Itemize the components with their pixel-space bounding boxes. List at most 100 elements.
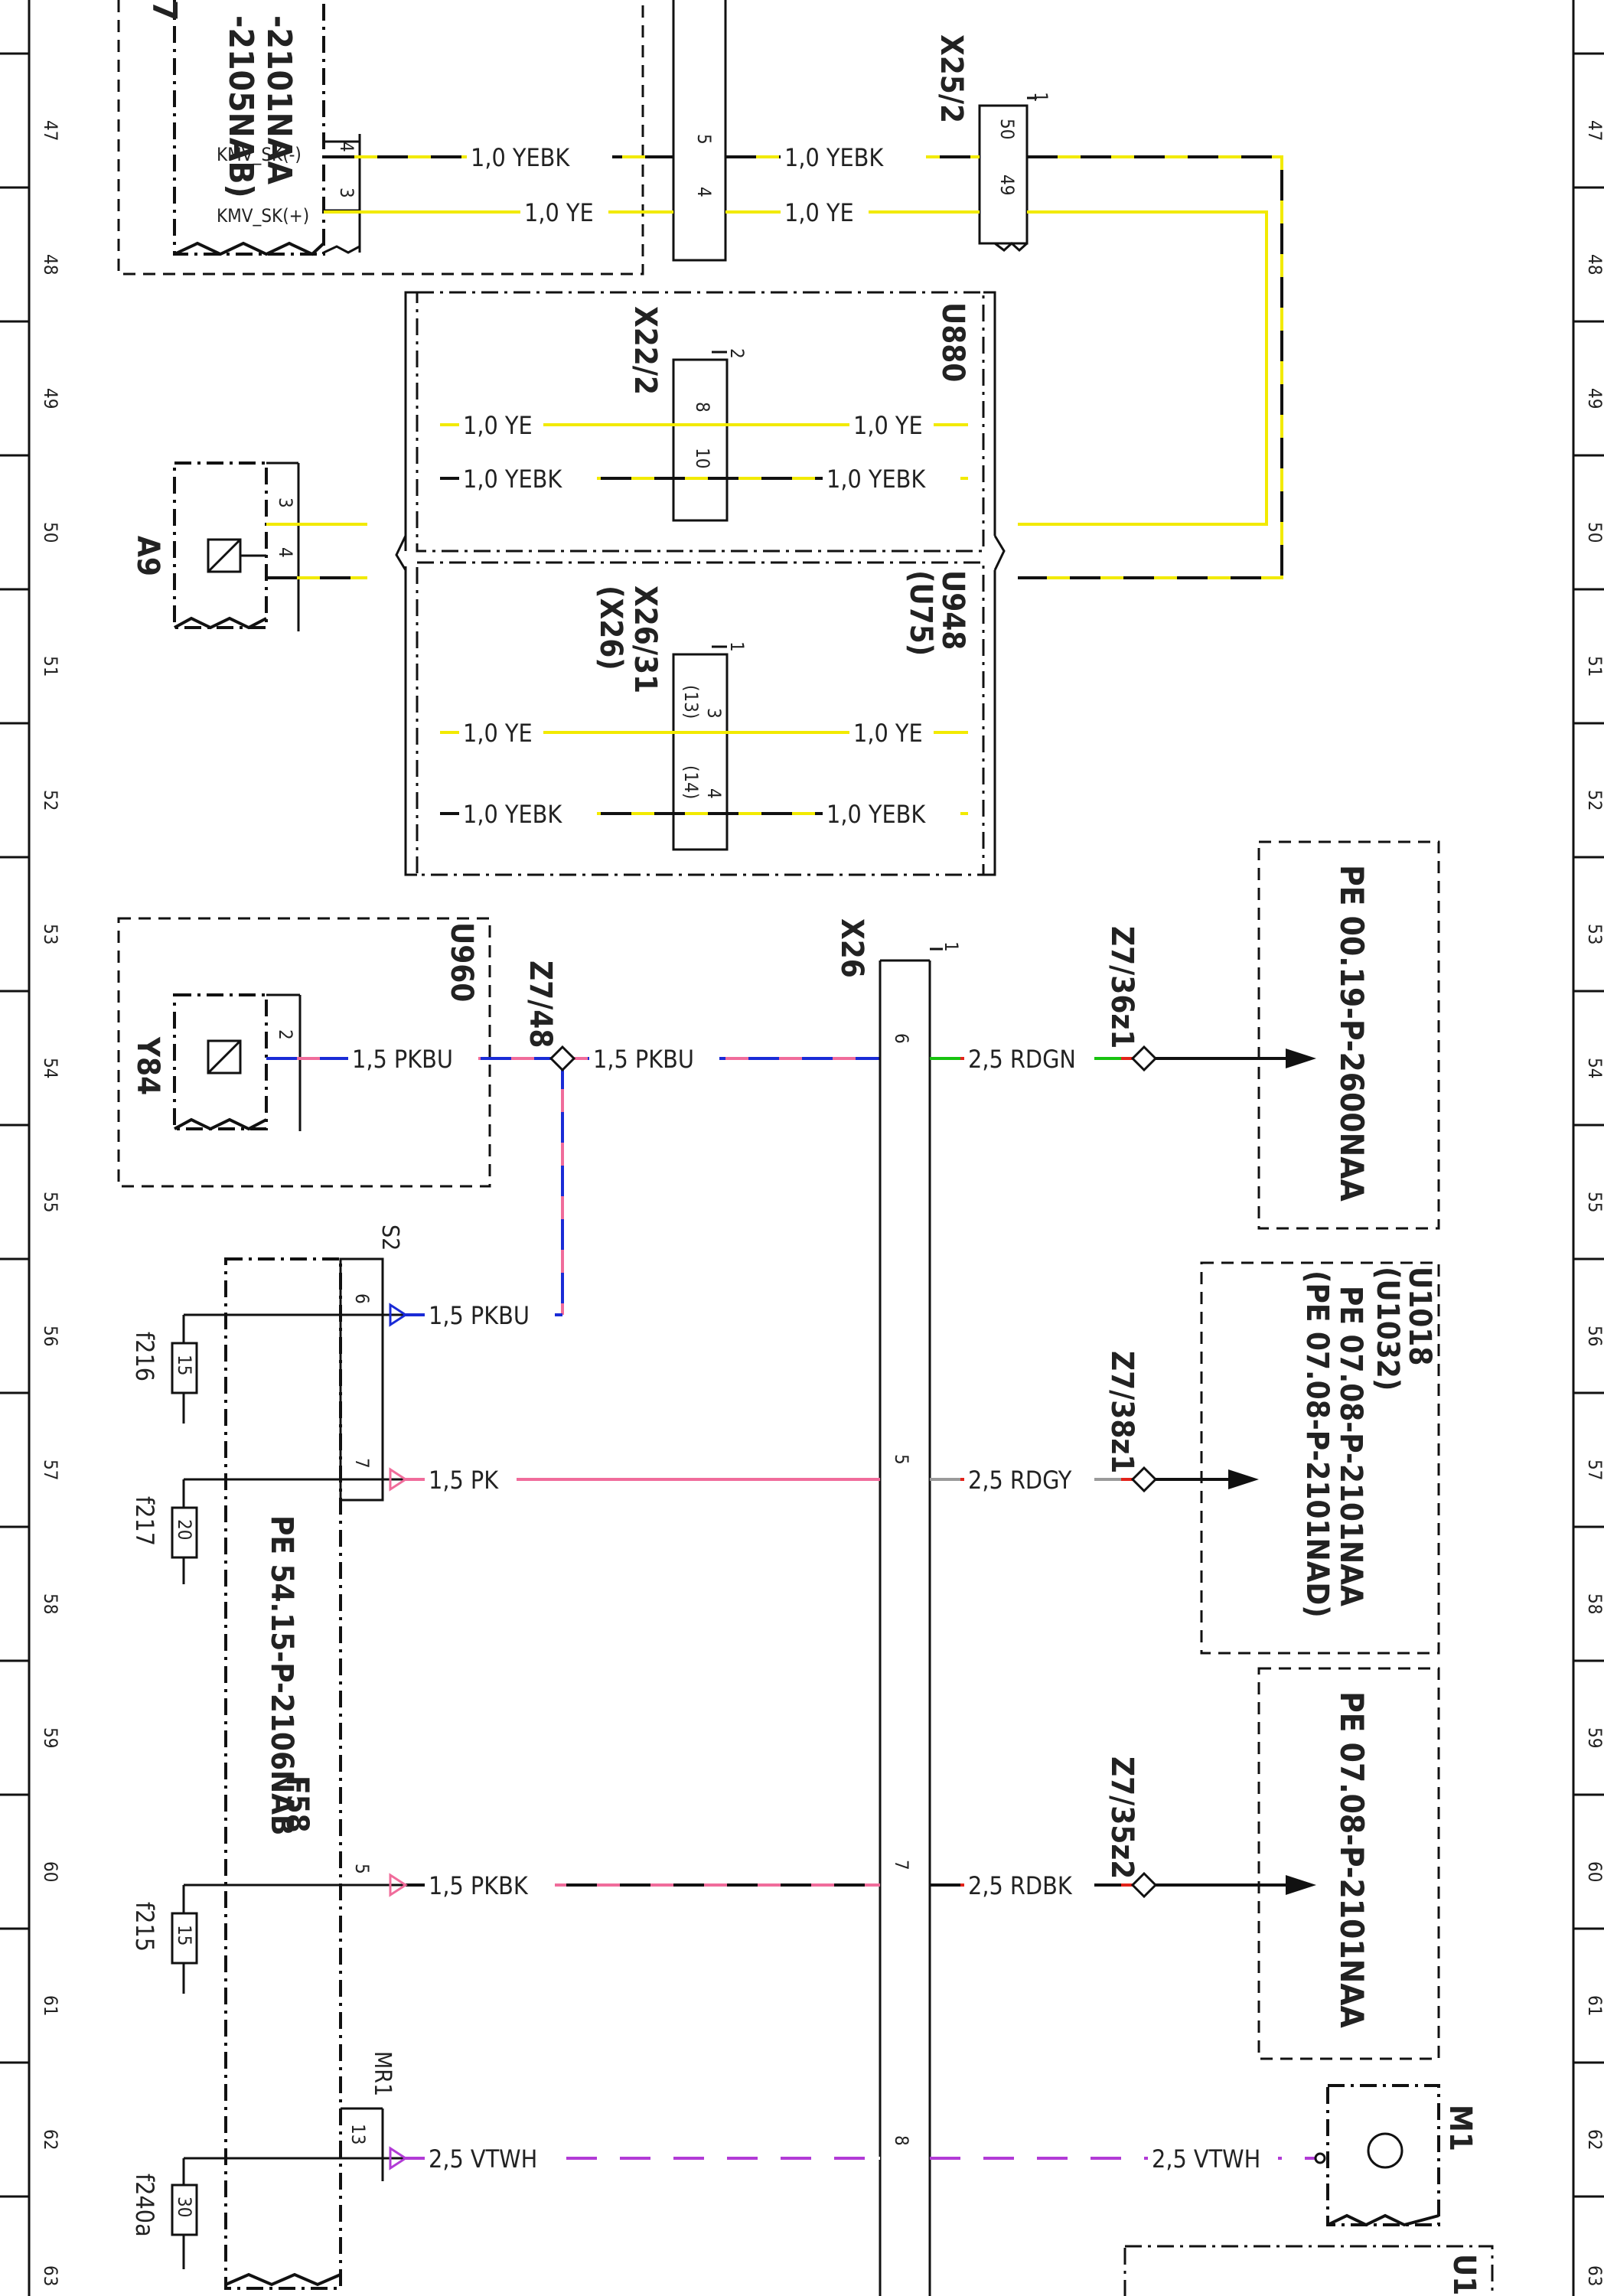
wire-pkbu-row54: Z7/48 1,5 PKBU 1,5 PKBU 1,5 PKBU <box>266 960 880 1330</box>
pin-number: 2 <box>275 1029 296 1040</box>
row-number-right: 57 <box>1584 1459 1604 1480</box>
module-u880: U880 X22/2 2 8 10 1,0 YE 1,0 YEBK 1,0 YE… <box>416 291 985 553</box>
module-id-line1: -2101NAA <box>259 15 298 184</box>
wire-label: 1,0 YE <box>463 411 533 440</box>
wire-label: 2,5 RDBK <box>968 1871 1073 1900</box>
connector-corner-number: 1 <box>941 941 962 952</box>
splice-id: Z7/38z1 <box>1104 1351 1139 1473</box>
fuse-rating: 30 <box>174 2197 195 2217</box>
ref-box-1: PE 00.19-P-2600NAA <box>1257 840 1440 1230</box>
row-number-right: 60 <box>1584 1861 1604 1882</box>
component-a9: A9 3 4 <box>130 461 367 631</box>
row-number-right: 50 <box>1584 522 1604 543</box>
ref-box-u1018: U1018 (U1032) PE 07.08-P-2101NAA (PE 07.… <box>1200 1261 1440 1655</box>
row-number-right: 56 <box>1584 1326 1604 1346</box>
pin-name-plus: KMV_SK(+) <box>217 205 309 227</box>
cross-reference: PE 07.08-P-2101NAA <box>1333 1691 1371 2029</box>
module-u960: U960 Y84 2 <box>117 917 491 1188</box>
fuse-f215: 15 f215 <box>130 1873 408 1994</box>
pin-number: 49 <box>996 174 1018 195</box>
row-number-right: 63 <box>1584 2265 1604 2286</box>
connector-corner-number: 1 <box>726 641 748 652</box>
row-number-left: 48 <box>40 254 61 275</box>
row-numbers-left: 47 48 49 50 51 52 53 54 55 56 57 58 59 6… <box>40 120 61 2286</box>
row-number-right: 49 <box>1584 388 1604 409</box>
row-number-left: 57 <box>40 1459 61 1480</box>
row-number-right: 59 <box>1584 1727 1604 1748</box>
row-number-left: 54 <box>40 1058 61 1078</box>
module-f58: F58 PE 54.15-P-2106NAB S2 6 7 5 MR1 13 <box>224 1225 403 2290</box>
wire-label: 2,5 RDGN <box>968 1045 1076 1074</box>
row-number-right: 54 <box>1584 1058 1604 1078</box>
row-number-left: 58 <box>40 1593 61 1614</box>
pin-number: 13 <box>347 2124 369 2144</box>
pin-number: 50 <box>996 119 1018 139</box>
component-id: A9 <box>130 536 165 576</box>
cross-reference: PE 54.15-P-2106NAB <box>264 1515 299 1835</box>
row-number-left: 50 <box>40 522 61 543</box>
connector-id: S2 <box>377 1225 403 1251</box>
row-number-left: 59 <box>40 1727 61 1748</box>
wire-label: 1,0 YEBK <box>784 143 884 172</box>
row-number-left: 53 <box>40 924 61 944</box>
fuse-id: f217 <box>130 1496 159 1546</box>
connector-x26: X26 1 6 5 7 8 <box>834 918 962 2296</box>
pin-number: 8 <box>891 2135 912 2146</box>
row-number-left: 51 <box>40 656 61 677</box>
module-id: U10 <box>1446 2254 1482 2296</box>
wire-label: 2,5 VTWH <box>1152 2144 1260 2174</box>
module-id: U880 <box>935 302 970 382</box>
connector-id: X26 <box>834 918 869 978</box>
pin-number: 7 <box>891 1860 912 1870</box>
row-number-right: 61 <box>1584 1995 1604 2016</box>
row-number-left: 47 <box>40 120 61 141</box>
row-ruler-ticks <box>0 52 1604 2198</box>
wire-label: 1,5 PKBU <box>593 1045 694 1074</box>
wire-label: 1,0 YEBK <box>463 465 562 494</box>
wire-label: 1,5 PKBU <box>429 1301 530 1330</box>
top-wires: 1,0 YEBK 1,0 YE 1,0 YEBK 1,0 YE <box>324 143 1283 579</box>
row-number-left: 56 <box>40 1326 61 1346</box>
connector-id: X26/31 <box>628 585 663 693</box>
wire-label: 1,5 PKBU <box>352 1045 453 1074</box>
cross-reference: PE 00.19-P-2600NAA <box>1333 865 1371 1202</box>
fuse-id: f216 <box>130 1332 159 1381</box>
connector-mid-top: 5 4 <box>672 0 727 262</box>
row-number-right: 52 <box>1584 790 1604 810</box>
pin-number: 8 <box>692 402 713 413</box>
module-id-line2: -2105NAB) <box>221 15 260 198</box>
wire-label: 1,0 YEBK <box>826 800 926 829</box>
module-top-left: -2101NAA -2105NAB) 7 KMV_SK(-) KMV_SK(+)… <box>117 0 644 276</box>
pin-number: 3 <box>275 497 296 508</box>
row-number-right: 47 <box>1584 120 1604 141</box>
wire-label: 1,0 YE <box>853 719 923 748</box>
connector-id: X25/2 <box>934 34 969 123</box>
module-id-alt: (U75) <box>903 570 938 656</box>
connector-id-alt: (X26) <box>593 585 628 670</box>
component-id: M1 <box>1443 2105 1478 2151</box>
component-id: Y84 <box>130 1036 165 1095</box>
fuse-f240a: 30 f240a <box>130 2146 408 2269</box>
pin-number: 4 <box>275 547 296 558</box>
fuse-f216: 15 f216 <box>130 1303 408 1424</box>
wire-label: 1,5 PKBK <box>429 1871 529 1900</box>
pin-number: 3 <box>336 188 357 198</box>
cross-reference: (PE 07.08-P-2101NAD) <box>1299 1270 1335 1618</box>
row-number-left: 55 <box>40 1192 61 1212</box>
pin-number: 6 <box>351 1293 373 1304</box>
pin-number: 5 <box>891 1454 912 1465</box>
wire-label: 2,5 VTWH <box>429 2144 537 2174</box>
pin-number: 6 <box>891 1033 912 1044</box>
pin-number: 10 <box>692 448 713 468</box>
connector-id: X22/2 <box>628 306 663 395</box>
ref-box-3: PE 07.08-P-2101NAA <box>1257 1667 1440 2060</box>
fuse-rating: 20 <box>174 1519 195 1540</box>
pin-number: (13) <box>680 685 702 719</box>
row-number-right: 48 <box>1584 254 1604 275</box>
wire-label: 1,0 YE <box>524 198 594 227</box>
row-number-right: 58 <box>1584 1593 1604 1614</box>
row-number-left: 49 <box>40 388 61 409</box>
component-m1: M1 <box>1314 2084 1478 2227</box>
